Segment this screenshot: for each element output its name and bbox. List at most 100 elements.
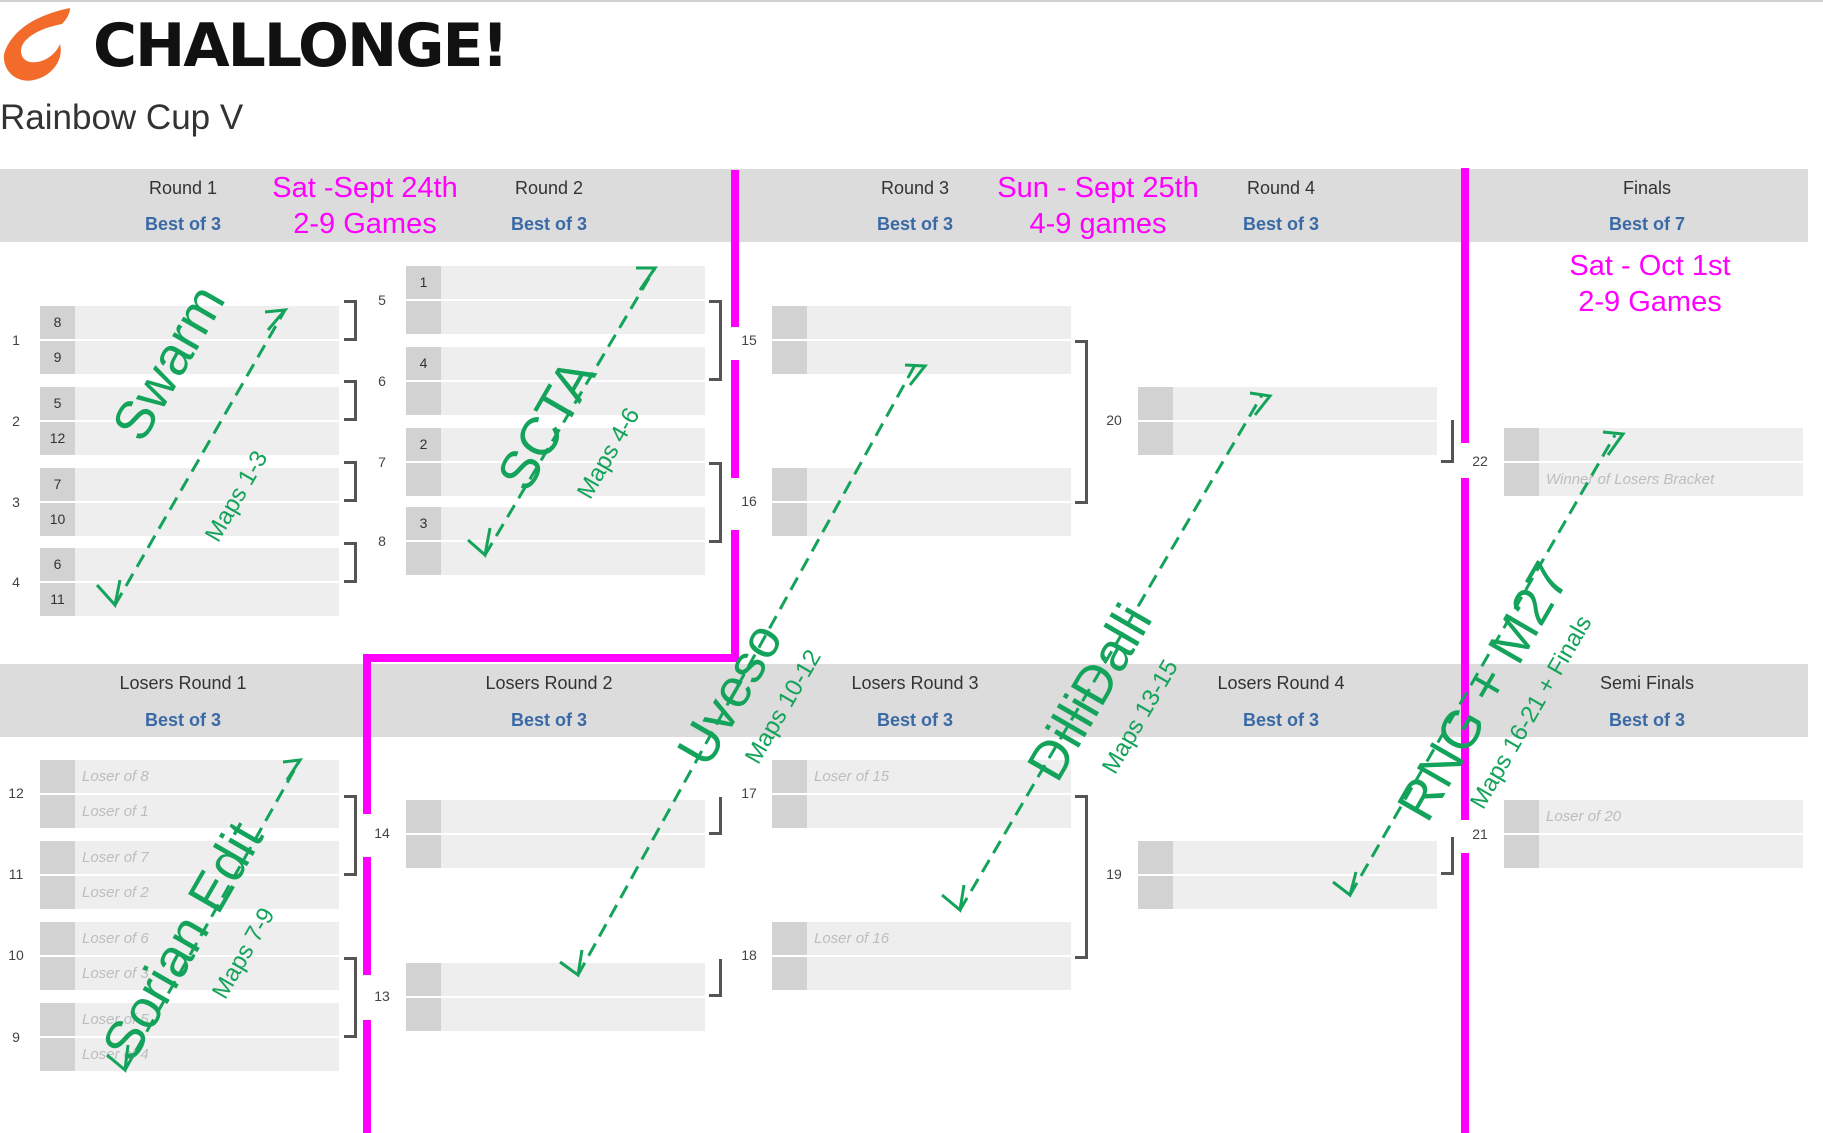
match-slot[interactable]: Loser of 5 [40, 1003, 339, 1036]
match-slot[interactable] [1504, 428, 1803, 461]
match-slot[interactable]: 6 [40, 548, 339, 581]
match-slot[interactable]: Loser of 1 [40, 795, 339, 828]
losers-round-1-best-of[interactable]: Best of 3 [144, 710, 222, 730]
bracket-connector [1441, 837, 1454, 875]
match-card[interactable]: Winner of Losers Bracket [1504, 428, 1803, 496]
match-slot[interactable]: 10 [40, 503, 339, 536]
match-slot[interactable]: Loser of 20 [1504, 800, 1803, 833]
match-card[interactable]: Loser of 16 [772, 922, 1071, 990]
match-card[interactable]: Loser of 20 [1504, 800, 1803, 868]
match-slot[interactable] [1138, 841, 1437, 874]
match-slot[interactable]: Loser of 4 [40, 1038, 339, 1071]
round-3-best-of[interactable]: Best of 3 [876, 214, 954, 234]
losers-round-3-best-of[interactable]: Best of 3 [876, 710, 954, 730]
match-slot[interactable]: 1 [406, 266, 705, 299]
match-slot[interactable]: 3 [406, 507, 705, 540]
match-number: 14 [374, 825, 390, 841]
losers-round-2-best-of[interactable]: Best of 3 [510, 710, 588, 730]
seed-badge: 4 [406, 347, 441, 380]
match-card[interactable] [406, 963, 705, 1031]
seed-badge [1138, 841, 1173, 874]
seed-badge: 8 [40, 306, 75, 339]
day-divider-line [363, 654, 739, 662]
round-4-best-of[interactable]: Best of 3 [1242, 214, 1320, 234]
match-number: 9 [12, 1029, 20, 1045]
match-slot[interactable]: 5 [40, 387, 339, 420]
seed-badge: 11 [40, 583, 75, 616]
match-slot[interactable] [406, 301, 705, 334]
bracket-connector [344, 542, 357, 583]
seed-badge [1138, 876, 1173, 909]
seed-badge [772, 760, 807, 793]
bracket-connector [1075, 340, 1088, 504]
finals-best-of[interactable]: Best of 7 [1608, 214, 1686, 234]
match-slot[interactable]: 7 [40, 468, 339, 501]
match-slot[interactable]: Loser of 16 [772, 922, 1071, 955]
match-card[interactable]: Loser of 8 Loser of 1 [40, 760, 339, 828]
match-card[interactable]: Loser of 5 Loser of 4 [40, 1003, 339, 1071]
match-card[interactable]: 6 11 [40, 548, 339, 616]
challonge-logo[interactable]: CHALLONGE! [0, 4, 509, 84]
match-card[interactable] [772, 468, 1071, 536]
bracket-connector [1441, 420, 1454, 463]
match-number: 10 [8, 947, 24, 963]
seed-badge: 6 [40, 548, 75, 581]
match-slot[interactable] [1504, 835, 1803, 868]
match-card[interactable] [1138, 387, 1437, 455]
placeholder-name: Loser of 2 [82, 884, 149, 901]
round-2-best-of[interactable]: Best of 3 [510, 214, 588, 234]
match-number: 6 [378, 373, 386, 389]
match-number: 19 [1106, 866, 1122, 882]
seed-badge [406, 542, 441, 575]
match-slot[interactable] [772, 468, 1071, 501]
seed-badge [1138, 422, 1173, 455]
match-slot[interactable] [772, 957, 1071, 990]
match-slot[interactable] [406, 800, 705, 833]
semi-finals-best-of[interactable]: Best of 3 [1608, 710, 1686, 730]
match-slot[interactable] [772, 341, 1071, 374]
match-slot[interactable] [406, 542, 705, 575]
match-slot[interactable] [772, 306, 1071, 339]
match-slot[interactable]: 11 [40, 583, 339, 616]
match-number: 7 [378, 454, 386, 470]
seed-badge [406, 463, 441, 496]
match-card[interactable]: Loser of 15 [772, 760, 1071, 828]
match-slot[interactable]: Loser of 8 [40, 760, 339, 793]
match-slot[interactable] [406, 963, 705, 996]
seed-badge [772, 468, 807, 501]
day-divider-line [731, 170, 739, 327]
losers-round-4-best-of[interactable]: Best of 3 [1242, 710, 1320, 730]
seed-badge: 1 [406, 266, 441, 299]
seed-badge [772, 341, 807, 374]
match-slot[interactable] [406, 998, 705, 1031]
round-1-best-of[interactable]: Best of 3 [144, 214, 222, 234]
day-divider-line [363, 654, 371, 814]
match-slot[interactable] [406, 835, 705, 868]
match-card[interactable]: 1 [406, 266, 705, 334]
match-slot[interactable] [1138, 387, 1437, 420]
match-slot[interactable] [1138, 876, 1437, 909]
semi-finals-label: Semi Finals [1599, 673, 1695, 693]
placeholder-name: Loser of 7 [82, 849, 149, 866]
match-slot[interactable] [772, 503, 1071, 536]
round-4-label: Round 4 [1246, 178, 1316, 198]
match-card[interactable]: 3 [406, 507, 705, 575]
match-card[interactable] [1138, 841, 1437, 909]
round-3-label: Round 3 [880, 178, 950, 198]
day-divider-line [363, 1020, 371, 1133]
match-slot[interactable]: Winner of Losers Bracket [1504, 463, 1803, 496]
match-slot[interactable] [772, 795, 1071, 828]
match-card[interactable] [772, 306, 1071, 374]
match-slot[interactable]: 12 [40, 422, 339, 455]
placeholder-name: Loser of 15 [814, 768, 890, 785]
schedule-day3-games: 2-9 Games [1578, 286, 1722, 318]
schedule-day1-date: Sat -Sept 24th [272, 172, 458, 204]
seed-badge [40, 1003, 75, 1036]
match-card[interactable] [406, 800, 705, 868]
bracket-connector [709, 462, 722, 543]
match-slot[interactable] [1138, 422, 1437, 455]
seed-badge: 7 [40, 468, 75, 501]
match-card[interactable]: 7 10 [40, 468, 339, 536]
match-card[interactable]: 5 12 [40, 387, 339, 455]
placeholder-name: Loser of 16 [814, 930, 890, 947]
